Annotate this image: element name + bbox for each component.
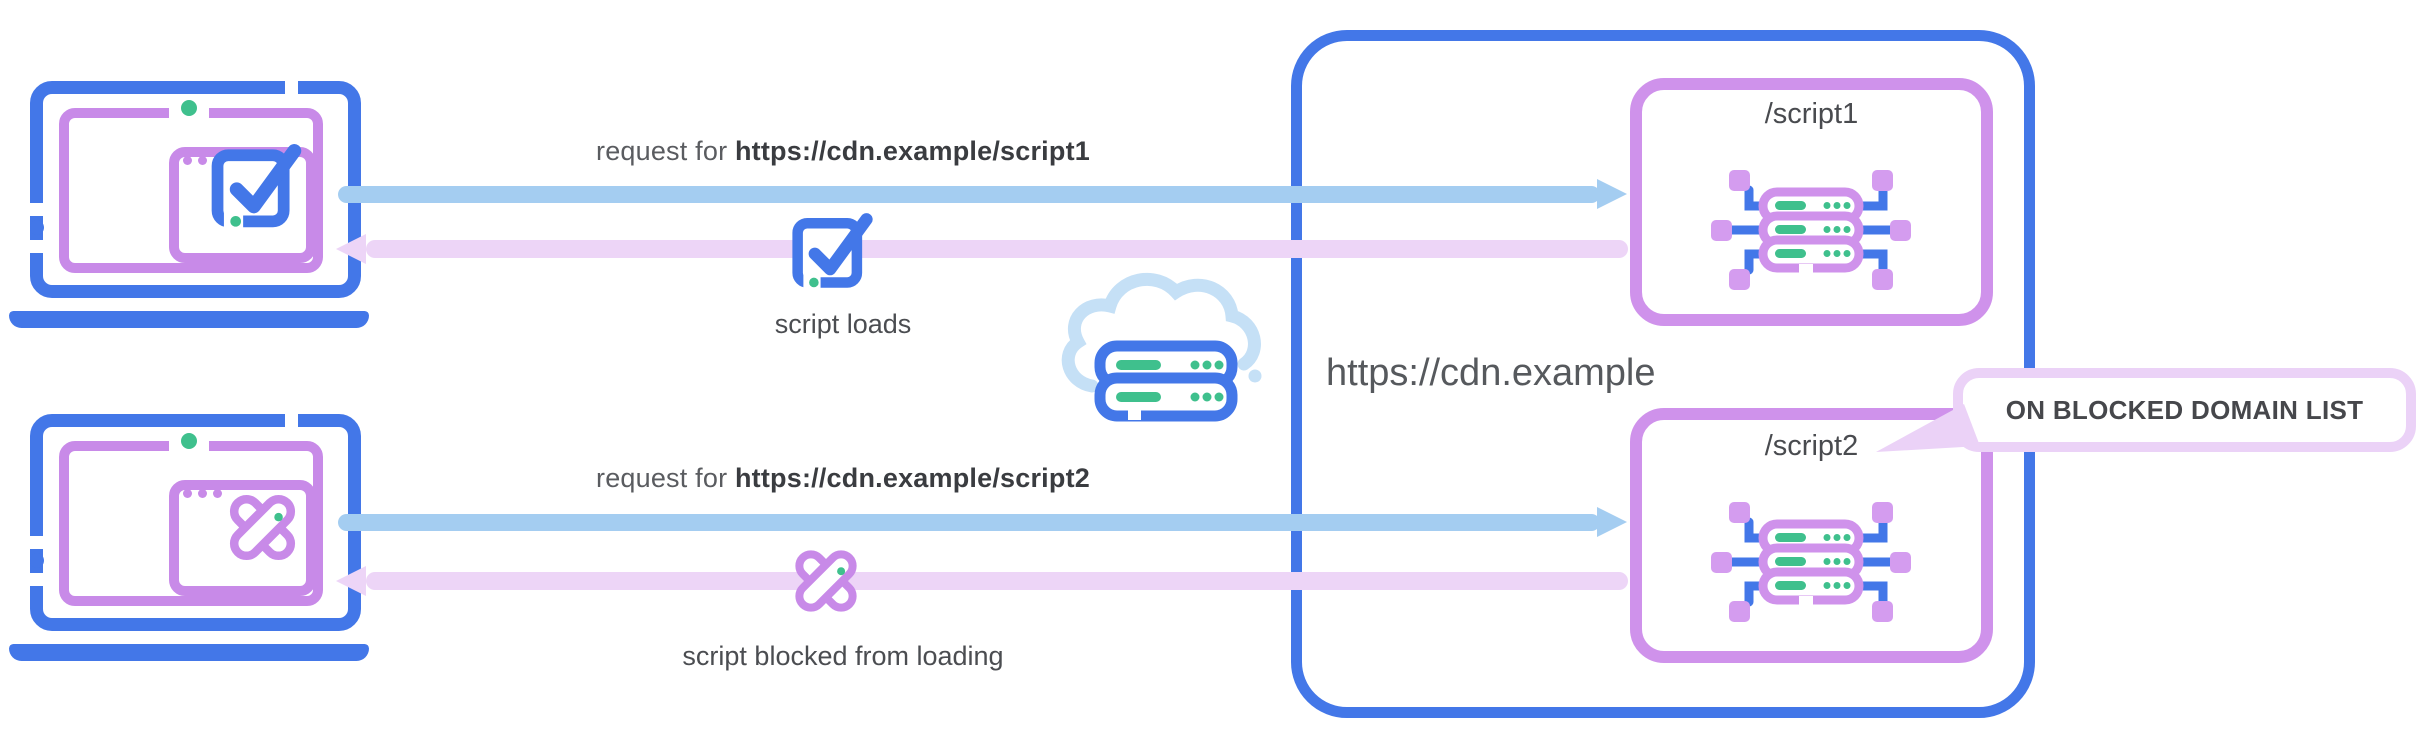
response-arrow-1 bbox=[366, 240, 1628, 258]
client-laptop-blocked bbox=[9, 414, 381, 666]
result-caption-1: script loads bbox=[774, 309, 912, 339]
window-dot bbox=[198, 489, 207, 498]
window-dot bbox=[213, 489, 222, 498]
screen-border-dot bbox=[30, 220, 44, 235]
window-dot bbox=[183, 489, 192, 498]
endpoint-label-script1: /script1 bbox=[1764, 98, 1859, 130]
endpoint-label-script2: /script2 bbox=[1764, 430, 1859, 462]
callout-text: ON BLOCKED DOMAIN LIST bbox=[2005, 394, 2364, 425]
screen-border-dot bbox=[30, 553, 44, 568]
screen-border-gap bbox=[30, 573, 43, 586]
request-url: https://cdn.example/script2 bbox=[734, 463, 1090, 493]
screen-border-gap bbox=[30, 536, 43, 549]
response-arrow-2 bbox=[366, 572, 1628, 590]
request-label-2: request for https://cdn.example/script2 bbox=[338, 463, 1348, 494]
request-arrow-2 bbox=[338, 514, 1600, 531]
callout-tail bbox=[1876, 404, 1980, 452]
request-arrowhead-2 bbox=[1597, 507, 1627, 537]
screen-border-gap bbox=[30, 203, 43, 216]
request-arrow-1 bbox=[338, 186, 1600, 203]
cross-icon bbox=[220, 485, 305, 570]
request-url: https://cdn.example/script1 bbox=[734, 136, 1090, 166]
window-dot bbox=[198, 156, 207, 165]
cloud-server-icon bbox=[1061, 272, 1262, 422]
response-arrowhead-1 bbox=[336, 234, 366, 264]
result-caption-2: script blocked from loading bbox=[682, 641, 1004, 671]
laptop-base bbox=[9, 311, 369, 328]
screen-border-gap bbox=[30, 240, 43, 253]
server-cluster-icon bbox=[1711, 500, 1911, 624]
request-prefix: request for bbox=[596, 136, 735, 166]
checkbox-check-icon bbox=[790, 206, 876, 292]
screen-border-gap bbox=[285, 81, 298, 94]
response-arrowhead-2 bbox=[336, 566, 366, 596]
laptop-base bbox=[9, 644, 369, 661]
window-dot bbox=[183, 156, 192, 165]
request-arrowhead-1 bbox=[1597, 179, 1627, 209]
green-dot bbox=[181, 100, 197, 116]
server-cluster-icon bbox=[1711, 168, 1911, 292]
screen-border-gap bbox=[285, 414, 298, 427]
green-dot bbox=[181, 433, 197, 449]
blocked-domain-callout: ON BLOCKED DOMAIN LIST bbox=[1953, 368, 2416, 452]
checkbox-check-icon bbox=[209, 136, 305, 232]
client-laptop-allowed bbox=[9, 81, 381, 333]
cdn-domain-label: https://cdn.example bbox=[1326, 352, 1656, 394]
request-label-1: request for https://cdn.example/script1 bbox=[338, 136, 1348, 167]
cross-icon bbox=[786, 541, 866, 621]
request-prefix: request for bbox=[596, 463, 735, 493]
